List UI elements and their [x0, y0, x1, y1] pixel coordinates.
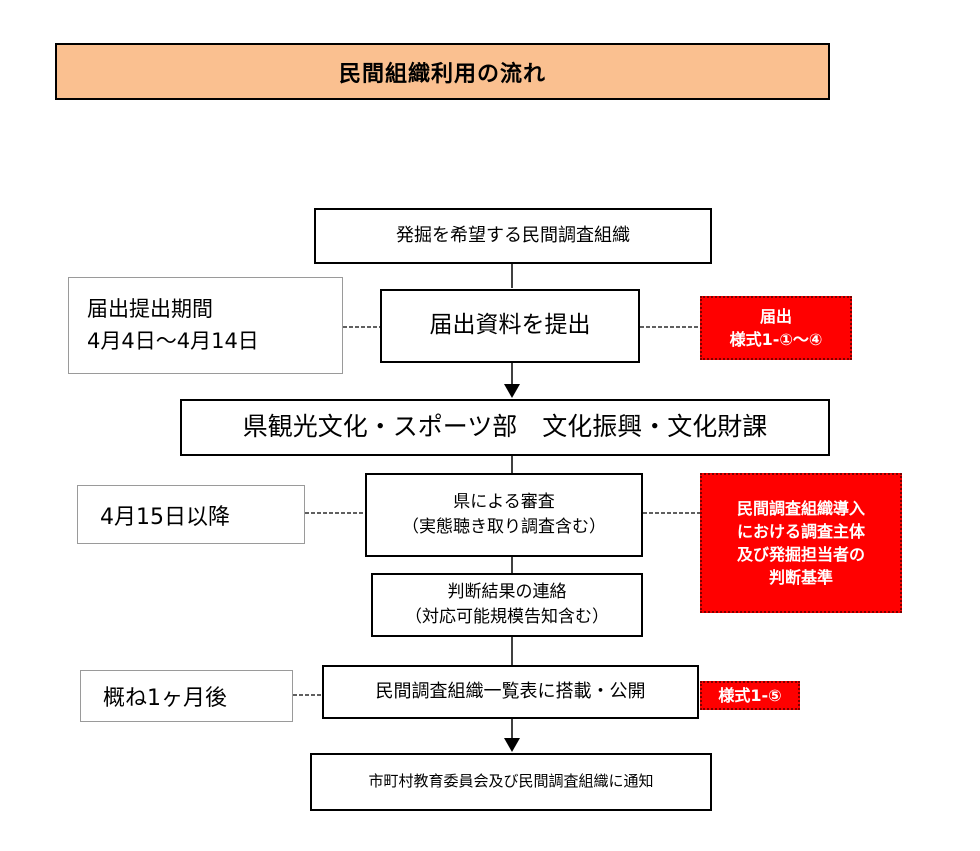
flow-step-notify-municipalities-label: 市町村教育委員会及び民間調査組織に通知: [368, 772, 654, 791]
flow-step-publish-list: 民間調査組織一覧表に搭載・公開: [322, 665, 699, 719]
flow-step-submit-label: 届出資料を提出: [429, 312, 591, 339]
page-title: 民間組織利用の流れ: [55, 43, 830, 100]
flow-step-prefecture-dept-label: 県観光文化・スポーツ部 文化振興・文化財課: [242, 412, 768, 442]
note-after-date-label: 4月15日以降: [100, 504, 230, 530]
flow-step-submit: 届出資料を提出: [380, 289, 640, 363]
flow-step-prefecture-dept: 県観光文化・スポーツ部 文化振興・文化財課: [180, 399, 830, 456]
flow-step-notify-result: 判断結果の連絡 （対応可能規模告知含む）: [371, 573, 643, 637]
badge-form-1-5: 様式1-⑤: [700, 681, 800, 710]
flow-step-notify-municipalities: 市町村教育委員会及び民間調査組織に通知: [310, 753, 712, 811]
note-approx-one-month-label: 概ね1ヶ月後: [103, 686, 227, 711]
flow-step-publish-list-label: 民間調査組織一覧表に搭載・公開: [375, 680, 646, 702]
arrowhead-to-step3: [504, 384, 520, 398]
badge-judgment-criteria: 民間調査組織導入 における調査主体 及び発掘担当者の 判断基準: [700, 473, 902, 613]
note-submission-period-label: 届出提出期間 4月4日～4月14日: [87, 297, 259, 353]
note-approx-one-month: 概ね1ヶ月後: [80, 670, 293, 722]
note-submission-period: 届出提出期間 4月4日～4月14日: [68, 277, 343, 374]
note-after-date: 4月15日以降: [77, 485, 305, 544]
badge-form-1-1-4-label: 届出 様式1-①～④: [729, 306, 823, 349]
flow-step-review: 県による審査 （実態聴き取り調査含む）: [365, 473, 643, 557]
flow-step-applicant-label: 発掘を希望する民間調査組織: [396, 224, 630, 246]
flow-step-applicant: 発掘を希望する民間調査組織: [314, 208, 712, 264]
badge-form-1-5-label: 様式1-⑤: [718, 685, 782, 705]
badge-judgment-criteria-label: 民間調査組織導入 における調査主体 及び発掘担当者の 判断基準: [736, 498, 865, 588]
badge-form-1-1-4: 届出 様式1-①～④: [700, 296, 852, 360]
flow-step-notify-result-label: 判断結果の連絡 （対応可能規模告知含む）: [405, 582, 609, 627]
flow-step-review-label: 県による審査 （実態聴き取り調査含む）: [402, 492, 606, 537]
arrowhead-to-step7: [504, 738, 520, 752]
